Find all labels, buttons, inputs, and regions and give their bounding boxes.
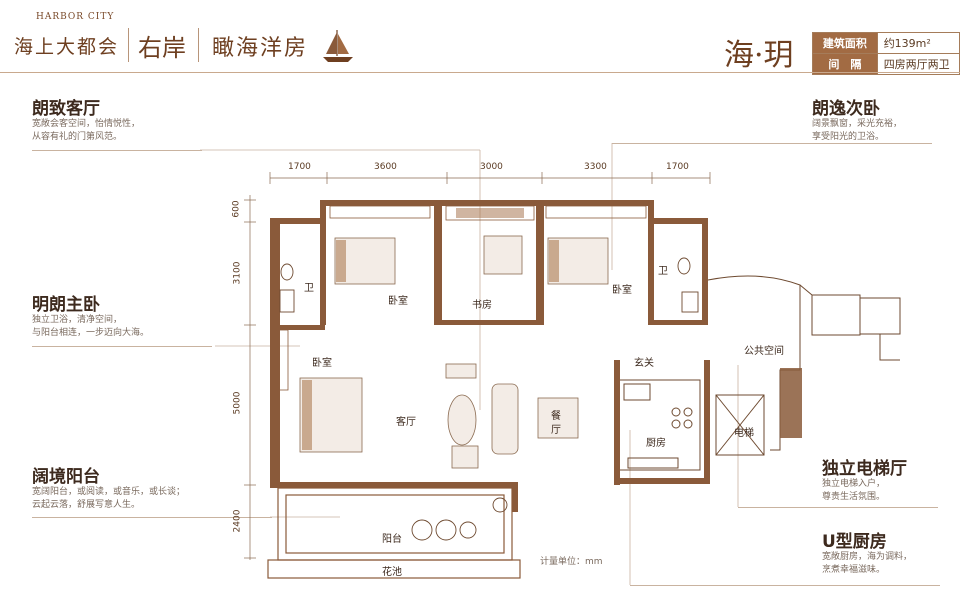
- feature-divider: [630, 585, 940, 586]
- unit-name: 海·玥: [724, 38, 794, 73]
- desc-line: 独立卫浴，清净空间，: [32, 315, 123, 325]
- dimension-label: 1700: [666, 162, 689, 172]
- room-label-kitchen: 厨房: [646, 438, 666, 449]
- room-label-foyer: 玄关: [634, 358, 654, 369]
- feature-elevator-title: 独立电梯厅: [822, 459, 907, 479]
- desc-line: 独立电梯入户，: [822, 479, 886, 489]
- desc-line: 尊贵生活氛围。: [822, 492, 886, 502]
- feature-master-desc: 独立卫浴，清净空间， 与阳台相连，一步迈向大海。: [32, 314, 202, 340]
- feature-living-desc: 宽敞会客空间，怡情悦性， 从容有礼的门第风范。: [32, 118, 202, 144]
- room-label-bedroom-2: 卧室: [612, 285, 632, 296]
- feature-divider: [738, 507, 938, 508]
- desc-line: 云起云落，舒展写意人生。: [32, 500, 141, 510]
- room-label-bedroom-1: 卧室: [388, 296, 408, 307]
- spec-row-layout: 间 隔 四房两厅两卫: [812, 53, 960, 75]
- room-label-garden: 花池: [382, 567, 402, 578]
- unit-footnote: 计量单位：mm: [540, 557, 603, 567]
- spec-key: 间 隔: [812, 53, 878, 75]
- brand-chinese: 海上大都会: [14, 36, 120, 58]
- spec-key: 建筑面积: [812, 32, 878, 54]
- spec-table: 建筑面积 约139m² 间 隔 四房两厅两卫: [812, 32, 960, 75]
- room-label-public-space: 公共空间: [744, 346, 784, 357]
- dimension-label: 3300: [584, 162, 607, 172]
- feature-divider: [32, 150, 202, 151]
- desc-line: 宽阔阳台，或阅读，或音乐，或长谈；: [32, 487, 186, 497]
- desc-line: 宽敞厨房，海为调料，: [822, 552, 913, 562]
- feature-balcony-desc: 宽阔阳台，或阅读，或音乐，或长谈； 云起云落，舒展写意人生。: [32, 486, 202, 512]
- room-label-study: 书房: [472, 300, 492, 311]
- feature-master-title: 明朗主卧: [32, 295, 100, 315]
- feature-second-desc: 阔景飘窗，采光充裕， 享受阳光的卫浴。: [812, 118, 932, 144]
- room-label-elevator: 电梯: [734, 428, 754, 439]
- feature-kitchen-desc: 宽敞厨房，海为调料， 烹煮幸福滋味。: [822, 551, 932, 577]
- desc-line: 宽敞会客空间，怡情悦性，: [32, 119, 141, 129]
- dimension-label: 2400: [232, 509, 243, 533]
- header-divider: [198, 28, 199, 62]
- feature-balcony-title: 阔境阳台: [32, 467, 100, 487]
- spec-row-area: 建筑面积 约139m²: [812, 32, 960, 54]
- feature-elevator-desc: 独立电梯入户， 尊贵生活氛围。: [822, 478, 932, 504]
- desc-line: 与阳台相连，一步迈向大海。: [32, 328, 150, 338]
- room-label-bath-left: 卫: [304, 283, 314, 294]
- room-label-living: 客厅: [396, 417, 416, 428]
- dimension-label: 3600: [374, 162, 397, 172]
- header-rule: [0, 72, 960, 73]
- feature-second-title: 朗逸次卧: [812, 99, 880, 119]
- desc-line: 阔景飘窗，采光充裕，: [812, 119, 903, 129]
- dimension-label: 5000: [232, 391, 243, 415]
- sailboat-icon: [323, 30, 353, 62]
- dimension-label: 600: [231, 200, 242, 218]
- header-divider: [128, 28, 129, 62]
- desc-line: 享受阳光的卫浴。: [812, 132, 885, 142]
- room-label-master-bedroom: 卧室: [312, 358, 332, 369]
- dimension-label: 1700: [288, 162, 311, 172]
- feature-divider: [32, 517, 272, 518]
- feature-divider: [612, 143, 932, 144]
- feature-living-title: 朗致客厅: [32, 99, 100, 119]
- desc-line: 从容有礼的门第风范。: [32, 132, 123, 142]
- slogan: 瞰海洋房: [212, 36, 309, 61]
- brand-english: HARBOR CITY: [36, 12, 115, 22]
- feature-divider: [32, 346, 212, 347]
- dimension-label: 3100: [232, 261, 243, 285]
- room-label-bath-right: 卫: [658, 266, 668, 277]
- room-label-dining: 餐 厅: [551, 411, 561, 436]
- spec-value: 四房两厅两卫: [876, 53, 960, 75]
- desc-line: 烹煮幸福滋味。: [822, 565, 886, 575]
- project-phase: 右岸: [138, 34, 186, 62]
- room-label-balcony: 阳台: [382, 534, 402, 545]
- dimension-label: 3000: [480, 162, 503, 172]
- feature-kitchen-title: U型厨房: [822, 532, 887, 552]
